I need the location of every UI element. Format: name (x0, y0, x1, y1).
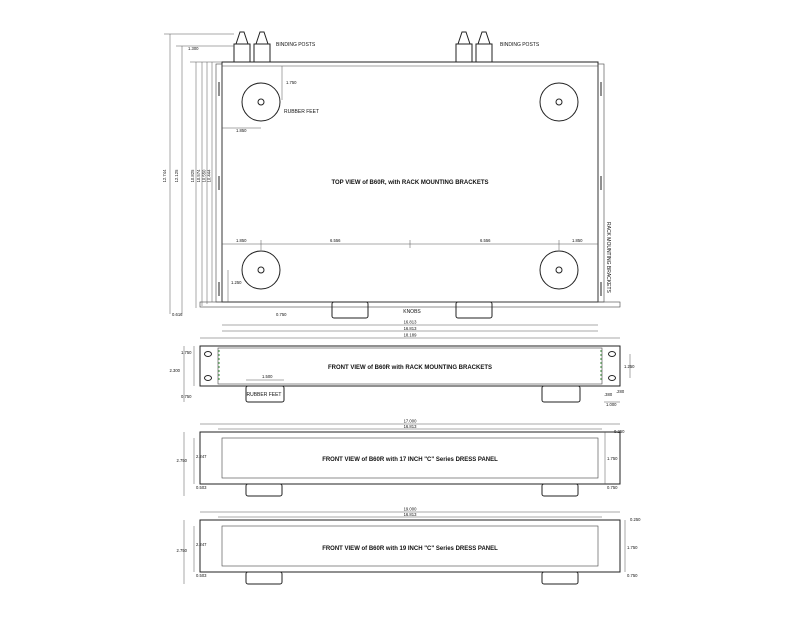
dim-17-bottom-left: 0.503 (196, 485, 207, 490)
knob (331, 301, 369, 319)
dim-feet-offset: 1.750 (286, 80, 297, 85)
dim-19-h-inner: 2.247 (196, 542, 207, 547)
dim-width-c: 18.189 (404, 333, 417, 338)
dim-r1000: 1.000 (606, 402, 617, 407)
rubber-foot (245, 571, 283, 585)
dim-1750: 1.750 (181, 350, 192, 355)
rubber-foot (539, 250, 579, 290)
dim-h2: 12.125 (174, 169, 179, 182)
dress-panel-19 (199, 519, 621, 573)
dim-19-outer: 19.000 (404, 507, 417, 512)
dim-2300: 2.300 (170, 368, 181, 373)
rubber-foot (241, 82, 281, 122)
rack-hole (204, 375, 212, 381)
dim-h4: 10.574 (196, 169, 201, 182)
dim-19-h-outer: 2.750 (177, 548, 188, 553)
dim-feet-bottom: 1.250 (231, 280, 242, 285)
dim-17-top: 0.250 (614, 429, 625, 434)
knob (455, 301, 493, 319)
dim-0750: 0.750 (181, 394, 192, 399)
knobs-label: KNOBS (403, 309, 421, 315)
front-19-title: FRONT VIEW of B60R with 19 INCH "C" Seri… (322, 546, 498, 552)
rack-hole (608, 375, 616, 381)
binding-posts-label-left: BINDING POSTS (276, 42, 316, 48)
rack-hole (608, 351, 616, 357)
rubber-foot (245, 483, 283, 497)
binding-posts-label-right: BINDING POSTS (500, 42, 540, 48)
dim-width-a: 16.813 (404, 320, 417, 325)
dim-span-6556-right: 6.556 (480, 238, 491, 243)
dim-r1250: 1.250 (624, 364, 635, 369)
dim-19-bottom-left: 0.503 (196, 573, 207, 578)
dim-h1: 12.744 (162, 169, 167, 182)
front-view-rack: FRONT VIEW of B60R with RACK MOUNTING BR… (170, 345, 635, 407)
dim-span-1850-right: 1.850 (572, 238, 583, 243)
top-view-title: TOP VIEW of B60R, with RACK MOUNTING BRA… (331, 180, 488, 186)
front-rack-title: FRONT VIEW of B60R with RACK MOUNTING BR… (328, 365, 492, 371)
dim-h3: 10.825 (190, 169, 195, 182)
dim-19-right-h: 1.750 (627, 545, 638, 550)
dress-panel-17 (199, 431, 621, 485)
dim-knob-offset: 0.750 (276, 312, 287, 317)
dim-bottom-gap: 0.616 (172, 312, 183, 317)
rubber-foot (541, 385, 581, 403)
rack-panel-outline (199, 345, 621, 387)
dim-width-b: 16.813 (404, 326, 417, 331)
rack-hole (204, 351, 212, 357)
front-17-title: FRONT VIEW of B60R with 17 INCH "C" Seri… (322, 457, 498, 463)
dim-h6: 10.444 (207, 169, 212, 182)
rubber-foot (541, 483, 579, 497)
rubber-foot (539, 82, 579, 122)
dim-17-h-outer: 2.750 (177, 458, 188, 463)
dim-span-6556-left: 6.556 (330, 238, 341, 243)
dim-17-inner: 16.813 (404, 424, 417, 429)
rubber-feet-label: RUBBER FEET (284, 109, 319, 115)
rubber-foot (541, 571, 579, 585)
front-lip (199, 301, 621, 308)
dim-span-1850-left: 1.850 (236, 238, 247, 243)
dim-r0380: .380 (604, 392, 613, 397)
front-rack-rubber-feet-label: RUBBER FEET (246, 392, 281, 398)
front-view-17: 17.000 16.813 FRONT VIEW of B60R with 17… (177, 419, 625, 497)
dim-17-outer: 17.000 (404, 419, 417, 424)
dim-1500: 1.500 (262, 374, 273, 379)
front-view-19: 19.000 16.813 FRONT VIEW of B60R with 19… (177, 507, 641, 585)
rubber-foot (241, 250, 281, 290)
dim-17-bottom-right: 0.750 (607, 485, 618, 490)
binding-posts-left (233, 31, 271, 63)
rubber-foot (245, 385, 285, 403)
dim-feet-side: 1.850 (236, 128, 247, 133)
top-view: BINDING POSTS BINDING POSTS RUBBER FEET … (162, 31, 621, 339)
binding-posts-right (455, 31, 493, 63)
dim-19-bottom-right: 0.750 (627, 573, 638, 578)
rack-brackets-label: RACK MOUNTING BRACKETS (605, 222, 611, 294)
dim-17-h-inner: 2.247 (196, 454, 207, 459)
left-dimension-stack (164, 33, 234, 314)
dim-post-offset: 1.300 (188, 46, 199, 51)
dim-17-right-h: 1.750 (607, 456, 618, 461)
dim-19-top: 0.250 (630, 517, 641, 522)
dim-r0280: .280 (616, 389, 625, 394)
dim-19-inner: 16.813 (404, 512, 417, 517)
dim-h5: 10.550 (202, 169, 207, 182)
